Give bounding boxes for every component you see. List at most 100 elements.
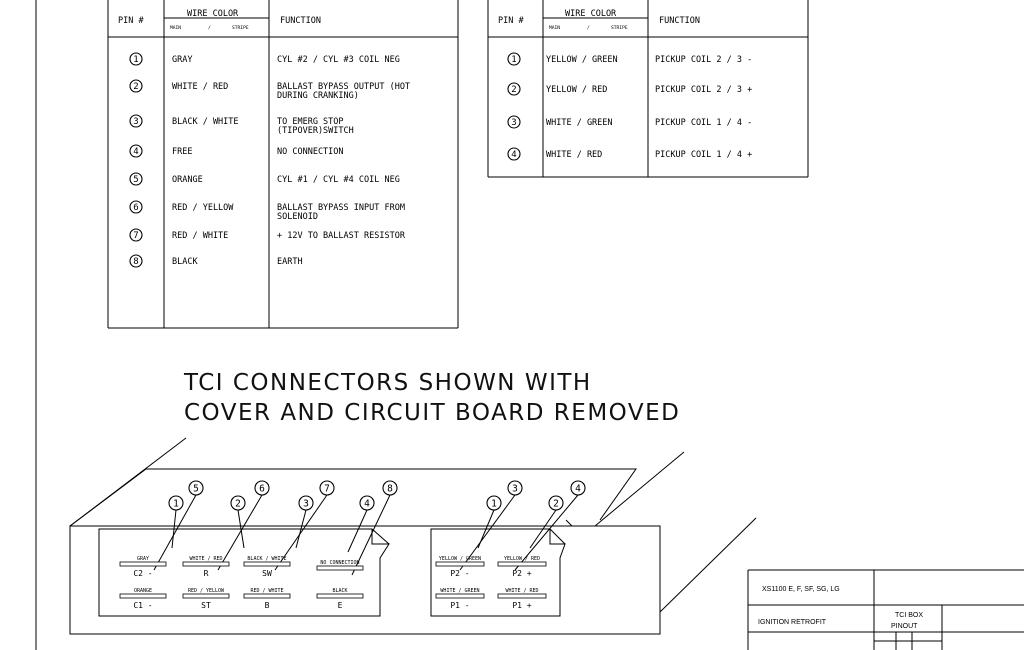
terminal-3: BLACK / WHITE SW <box>243 556 291 578</box>
pin-column-header: PIN # <box>118 16 144 26</box>
connector-pin-6-callout: 6 <box>254 480 270 496</box>
function-cell: PICKUP COIL 1 / 4 - <box>655 118 752 128</box>
callout-leader-line <box>171 509 177 549</box>
pin-number-label: 1 <box>173 498 179 509</box>
connector-pin-3-callout: 3 <box>298 495 314 511</box>
wire-color-cell: RED / WHITE <box>172 231 228 241</box>
pin-number-label: 6 <box>259 483 265 494</box>
terminal-wire-color: BLACK / WHITE <box>247 556 286 562</box>
connector-pin-7-callout: 7 <box>319 480 335 496</box>
function-cell: BALLAST BYPASS OUTPUT (HOT <box>277 82 410 92</box>
pin-4-marker: 4 <box>129 144 143 158</box>
wire-color-cell: BLACK <box>172 257 198 267</box>
title-block-drawing-title: TCI BOX <box>895 612 923 619</box>
pin-number-label: 2 <box>133 82 138 92</box>
pin-number-label: 4 <box>511 150 516 160</box>
main-subheader: MAIN <box>170 25 181 31</box>
pin-number-label: 3 <box>303 498 309 509</box>
terminal-blade <box>316 593 364 599</box>
title-block-drawing-subtitle: PINOUT <box>891 623 918 630</box>
callout-leader-line <box>514 494 579 571</box>
terminal-code: P2 + <box>512 569 531 578</box>
terminal-blade <box>497 561 547 567</box>
terminal-code: P1 + <box>512 601 531 610</box>
title-block-project: IGNITION RETROFIT <box>758 619 827 626</box>
terminal-code: P1 - <box>450 601 469 610</box>
callout-leader-line <box>217 494 263 571</box>
pin-number-label: 5 <box>133 175 138 185</box>
terminal-blade <box>243 561 291 567</box>
function-cell: + 12V TO BALLAST RESISTOR <box>277 231 406 241</box>
pin-4-marker: 4 <box>507 147 521 161</box>
pin-column-header: PIN # <box>498 16 524 26</box>
pin-number-label: 2 <box>511 85 516 95</box>
main-connector-pin-table: PIN # WIRE COLOR MAIN / STRIPE FUNCTION … <box>107 0 459 329</box>
callout-leader-line <box>529 509 557 549</box>
wire-color-cell: YELLOW / RED <box>546 85 607 95</box>
function-cell: CYL #2 / CYL #3 COIL NEG <box>277 55 400 65</box>
pin-number-label: 2 <box>553 498 559 509</box>
pin-number-label: 8 <box>387 483 393 494</box>
function-cell: NO CONNECTION <box>277 147 344 157</box>
pin-3-marker: 3 <box>129 114 143 128</box>
function-cell: CYL #1 / CYL #4 COIL NEG <box>277 175 400 185</box>
terminal-blade <box>435 561 485 567</box>
pin-number-label: 1 <box>491 498 497 509</box>
terminal-blade <box>119 593 167 599</box>
terminal-wire-color: BLACK <box>332 588 347 594</box>
function-column-header: FUNCTION <box>659 16 700 26</box>
connector-pin-5-callout: 5 <box>188 480 204 496</box>
main-connector-body <box>98 528 390 617</box>
terminal-blade <box>119 561 167 567</box>
pin-number-label: 3 <box>511 118 516 128</box>
function-cell: SOLENOID <box>277 212 318 222</box>
callout-leader-line <box>351 494 391 576</box>
terminal-wire-color: YELLOW / GREEN <box>439 556 481 562</box>
pin-6-marker: 6 <box>129 200 143 214</box>
title-block-models: XS1100 E, F, SF, SG, LG <box>762 586 840 593</box>
terminal-wire-color: RED / WHITE <box>250 588 283 594</box>
pin-1-marker: 1 <box>129 52 143 66</box>
pin-2-marker: 2 <box>129 79 143 93</box>
pin-number-label: 6 <box>133 203 138 213</box>
connector-pin-1-callout: 1 <box>168 495 184 511</box>
svg-text:/: / <box>587 25 590 31</box>
callout-leader-line <box>347 509 368 553</box>
wire-color-cell: WHITE / RED <box>546 150 602 160</box>
function-cell: (TIPOVER)SWITCH <box>277 126 354 136</box>
terminal-wire-color: ORANGE <box>134 588 152 594</box>
terminal-code: R <box>204 569 209 578</box>
pin-7-marker: 7 <box>129 228 143 242</box>
connector-pin-8-callout: 8 <box>382 480 398 496</box>
terminal-4: NO CONNECTION <box>316 560 364 571</box>
callout-leader-line <box>274 494 328 571</box>
function-cell: PICKUP COIL 2 / 3 - <box>655 55 752 65</box>
terminal-code: ST <box>201 601 211 610</box>
terminal-wire-color: NO CONNECTION <box>320 560 359 566</box>
function-cell: PICKUP COIL 1 / 4 + <box>655 150 752 160</box>
connector-pin-2-callout: 2 <box>230 495 246 511</box>
pin-number-label: 4 <box>575 483 581 494</box>
pin-number-label: 1 <box>133 55 138 65</box>
wire-color-cell: ORANGE <box>172 175 203 185</box>
wire-color-cell: BLACK / WHITE <box>172 117 239 127</box>
wire-color-cell: FREE <box>172 147 192 157</box>
terminal-code: SW <box>262 569 272 578</box>
pin-number-label: 1 <box>511 55 516 65</box>
tci-box-outline <box>69 437 757 635</box>
terminal-wire-color: WHITE / RED <box>505 588 538 594</box>
pin-8-marker: 8 <box>129 254 143 268</box>
function-cell: EARTH <box>277 257 303 267</box>
callout-leader-line <box>237 509 245 549</box>
terminal-wire-color: GRAY <box>137 556 149 562</box>
function-cell: TO EMERG STOP <box>277 117 344 127</box>
pickup-pin-3-callout: 3 <box>507 480 523 496</box>
wire-color-cell: WHITE / GREEN <box>546 118 613 128</box>
